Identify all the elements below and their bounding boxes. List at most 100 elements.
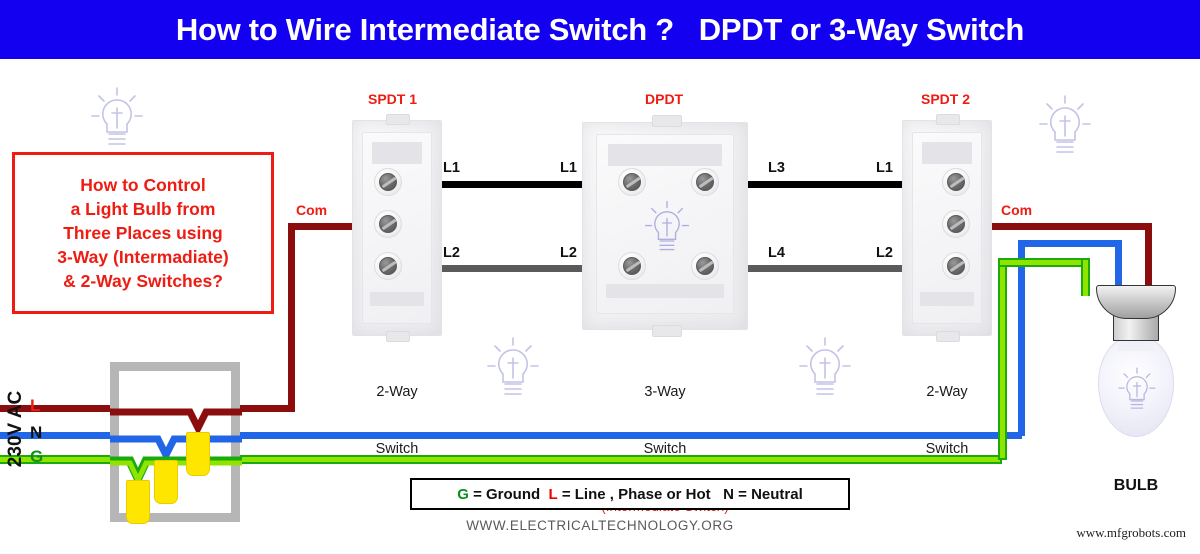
- switch-caption-spdt1: 2-Way Switch: [342, 345, 452, 497]
- terminal-l4[interactable]: [691, 252, 719, 280]
- bulb-socket-cap: [1096, 285, 1176, 319]
- screw-icon: [379, 257, 397, 275]
- screw-icon: [947, 173, 965, 191]
- wire-label-dpdt-l1: L1: [560, 160, 577, 176]
- screw-icon: [379, 215, 397, 233]
- wire-neutral-horizontal: [0, 432, 1022, 439]
- caption-line-2: Switch: [925, 441, 969, 457]
- supply-line-label: L: [30, 396, 41, 415]
- terminal-l2[interactable]: [374, 252, 402, 280]
- switch-plate-dpdt[interactable]: [582, 115, 748, 337]
- caption-line-1: 2-Way: [926, 384, 968, 400]
- screw-icon: [696, 257, 714, 275]
- plate-rocker-strip: [608, 144, 722, 166]
- wire-line-com-spdt1-vertical: [288, 223, 295, 412]
- terminal-com[interactable]: [942, 210, 970, 238]
- wire-neutral-vertical-up: [1018, 240, 1025, 436]
- plate-mount-tab-bottom: [652, 325, 682, 337]
- caption-line-2: Switch: [643, 441, 687, 457]
- wire-label-dpdt-l3: L3: [768, 160, 785, 176]
- wire-label-spdt1-l1: L1: [443, 160, 460, 176]
- terminal-l2[interactable]: [618, 252, 646, 280]
- wire-label-dpdt-l4: L4: [768, 245, 785, 261]
- plate-bottom-strip: [370, 292, 424, 306]
- plate-mount-tab-bottom: [386, 331, 410, 342]
- caption-line-1: 2-Way: [376, 384, 418, 400]
- supply-voltage-label: 230V AC: [5, 390, 27, 468]
- switch-plate-spdt2[interactable]: [902, 114, 992, 342]
- site-url: WWW.ELECTRICALTECHNOLOGY.ORG: [466, 518, 734, 533]
- info-line: 3-Way (Intermadiate): [57, 247, 229, 267]
- wire-nut-neutral: [154, 460, 178, 504]
- bulb-base: [1113, 315, 1159, 341]
- supply-ground-label: G: [30, 447, 44, 466]
- wire-gray-dpdt-to-spdt2: [700, 265, 956, 272]
- terminal-l1[interactable]: [374, 168, 402, 196]
- watermark-bulb-icon: [1039, 95, 1091, 153]
- switch-label-spdt2: SPDT 2: [921, 91, 971, 107]
- wire-nut-line: [186, 432, 210, 476]
- plate-rocker-strip: [922, 142, 972, 164]
- wire-label-spdt2-l1: L1: [876, 160, 893, 176]
- wire-nut-ground: [126, 480, 150, 524]
- wire-line-com-spdt2-horizontal: [952, 223, 1152, 230]
- bulb-assembly: BULB: [1090, 285, 1182, 494]
- screw-icon: [696, 173, 714, 191]
- wire-label-spdt1-com: Com: [296, 202, 328, 218]
- switch-plate-spdt1[interactable]: [352, 114, 442, 342]
- wire-label-spdt2-com: Com: [1001, 202, 1033, 218]
- info-line: Three Places using: [63, 223, 223, 243]
- wire-line-com-spdt1-horizontal: [288, 223, 392, 230]
- terminal-l3[interactable]: [691, 168, 719, 196]
- legend-neutral-symbol: N: [723, 485, 734, 503]
- plate-rocker-strip: [372, 142, 422, 164]
- info-line: How to Control: [80, 175, 206, 195]
- screw-icon: [623, 257, 641, 275]
- screw-icon: [379, 173, 397, 191]
- screw-icon: [947, 257, 965, 275]
- wire-label-spdt1-l2: L2: [443, 245, 460, 261]
- wire-neutral-vertical-down: [1115, 240, 1122, 295]
- wire-ground-vertical-down-inner: [1083, 260, 1088, 296]
- info-callout-box: How to Control a Light Bulb from Three P…: [12, 152, 274, 314]
- terminal-l1[interactable]: [942, 168, 970, 196]
- plate-mount-tab-top: [386, 114, 410, 125]
- bulb-glass: [1098, 337, 1174, 437]
- wire-black-dpdt-to-spdt2: [700, 181, 956, 188]
- wire-label-spdt2-l2: L2: [876, 245, 893, 261]
- legend-line-text: = Line , Phase or Hot: [557, 485, 724, 503]
- plate-bottom-strip: [920, 292, 974, 306]
- watermark-bulb-icon: [799, 337, 851, 395]
- info-line: a Light Bulb from: [70, 199, 216, 219]
- supply-neutral-label: N: [30, 423, 43, 442]
- terminal-l1[interactable]: [618, 168, 646, 196]
- legend-neutral-text: = Neutral: [733, 485, 803, 503]
- info-line: & 2-Way Switches?: [63, 271, 223, 291]
- terminal-com[interactable]: [374, 210, 402, 238]
- page-title: How to Wire Intermediate Switch ? DPDT o…: [175, 11, 1025, 47]
- bulb-label: BULB: [1113, 477, 1159, 494]
- watermark-bulb-icon: [487, 337, 539, 395]
- legend-box: G = Ground L = Line , Phase or Hot N = N…: [410, 478, 850, 510]
- switch-caption-spdt2: 2-Way Switch: [892, 345, 1002, 497]
- caption-line-1: 3-Way: [644, 384, 686, 400]
- wire-line-com-spdt2-vertical: [1145, 223, 1152, 293]
- bulb-filament-icon: [1118, 367, 1156, 409]
- terminal-l2[interactable]: [942, 252, 970, 280]
- plate-bottom-strip: [606, 284, 724, 298]
- attribution-text: www.mfgrobots.com: [1076, 525, 1186, 540]
- screw-icon: [623, 173, 641, 191]
- switch-label-spdt1: SPDT 1: [368, 91, 418, 107]
- wire-gray-spdt1-to-dpdt: [388, 265, 640, 272]
- legend-ground-text: = Ground: [468, 485, 549, 503]
- plate-mount-tab-bottom: [936, 331, 960, 342]
- plate-mount-tab-top: [652, 115, 682, 127]
- wire-ground-vertical-up-inner: [1000, 260, 1005, 458]
- legend-line-symbol: L: [548, 485, 558, 503]
- screw-icon: [947, 215, 965, 233]
- plate-mount-tab-top: [936, 114, 960, 125]
- switch-label-dpdt: DPDT: [645, 91, 684, 107]
- title-bar: How to Wire Intermediate Switch ? DPDT o…: [0, 0, 1200, 59]
- legend-ground-symbol: G: [457, 485, 469, 503]
